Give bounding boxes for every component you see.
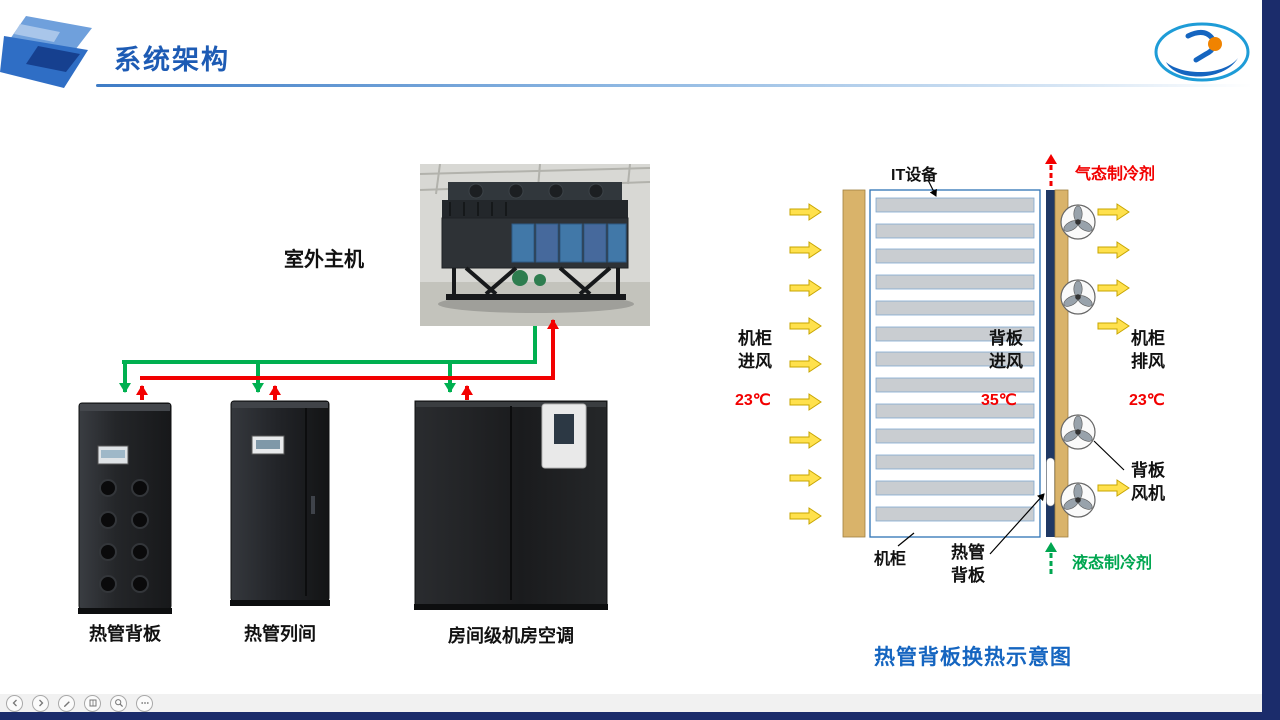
- pen-button[interactable]: [58, 694, 75, 712]
- prev-slide-button[interactable]: [6, 694, 23, 712]
- unit-label-room-crac: 房间级机房空调: [448, 626, 574, 646]
- unit-room-crac-image: [414, 400, 608, 610]
- next-slide-icon: [38, 699, 43, 707]
- right-edge-bar: [1262, 0, 1280, 720]
- pen-icon: [63, 701, 70, 707]
- header-divider: [96, 84, 1252, 87]
- more-options-button[interactable]: [136, 694, 153, 712]
- company-logo: [1154, 22, 1250, 82]
- header-ribbon-decoration: [0, 16, 92, 88]
- label-cabinet: 机柜: [874, 551, 907, 568]
- diagram-caption: 热管背板换热示意图: [874, 646, 1072, 669]
- refrigerant-piping: [119, 319, 559, 400]
- label-intake-temp: 23℃: [735, 392, 771, 409]
- zoom-button[interactable]: [110, 694, 127, 712]
- outdoor-unit-photo: [420, 164, 650, 326]
- prev-slide-icon: [12, 699, 17, 707]
- unit-label-heat-pipe-backplane: 热管背板: [89, 624, 161, 644]
- label-backplane-fan: 背板 风机: [1131, 461, 1165, 503]
- label-it-equipment: IT设备: [891, 167, 938, 184]
- see-all-slides-icon: [89, 699, 96, 707]
- unit-heat-pipe-backplane-image: [78, 402, 172, 614]
- more-options-icon: [140, 702, 149, 704]
- unit-label-heat-pipe-inrow: 热管列间: [244, 624, 316, 644]
- label-liquid-refrigerant: 液态制冷剂: [1072, 555, 1153, 572]
- outdoor-unit-label: 室外主机: [284, 249, 364, 271]
- label-exhaust-temp: 23℃: [1129, 392, 1165, 409]
- label-backplane-intake: 背板 进风: [989, 329, 1023, 371]
- label-cabinet-intake: 机柜 进风: [738, 329, 772, 371]
- presenter-toolbar: [0, 694, 1262, 712]
- page-title: 系统架构: [114, 45, 230, 75]
- label-heat-pipe-backplane: 热管 背板: [951, 543, 985, 585]
- label-cabinet-exhaust: 机柜 排风: [1131, 329, 1165, 371]
- next-slide-button[interactable]: [32, 694, 49, 712]
- label-backplane-temp: 35℃: [981, 392, 1017, 409]
- heat-exchange-diagram: [789, 154, 1130, 574]
- bottom-bar: [0, 712, 1280, 720]
- zoom-icon: [114, 699, 123, 708]
- see-all-slides-button[interactable]: [84, 694, 101, 712]
- label-gas-refrigerant: 气态制冷剂: [1075, 166, 1156, 183]
- unit-heat-pipe-inrow-image: [230, 400, 330, 606]
